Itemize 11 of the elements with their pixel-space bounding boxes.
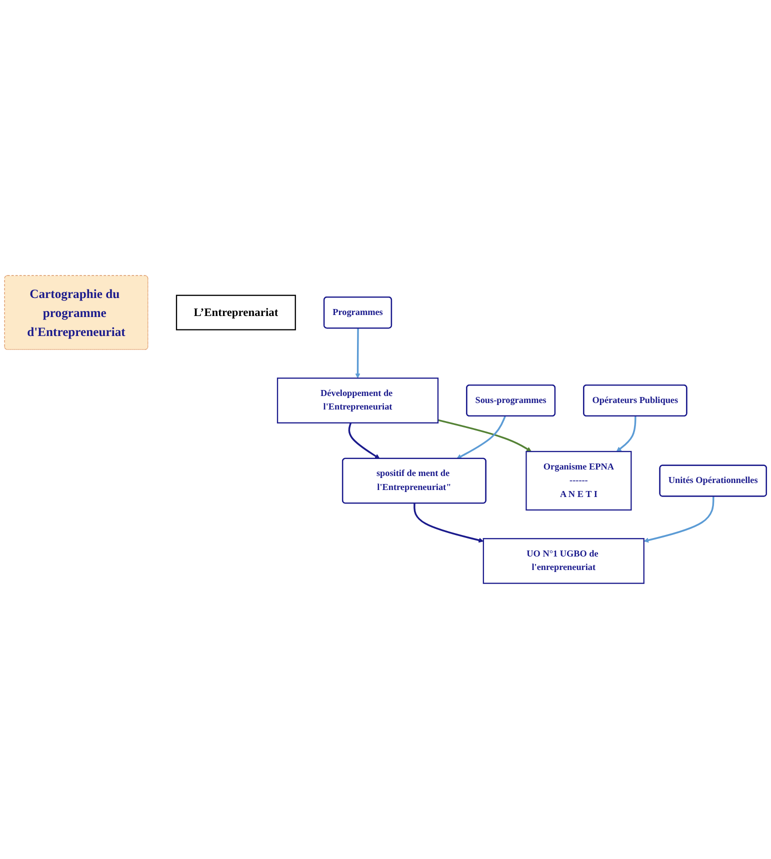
node-box: Organisme EPNA ------ A N E T I xyxy=(526,451,632,511)
arrow xyxy=(616,416,636,452)
arrow xyxy=(456,416,506,459)
arrow xyxy=(414,503,484,543)
arrow xyxy=(348,422,380,459)
node-box: UO N°1 UGBO de l'enrepreneuriat xyxy=(482,538,644,584)
arrow xyxy=(644,496,714,543)
node-box: Développement de l'Entrepreneuriat xyxy=(276,378,439,424)
arrow xyxy=(438,419,532,452)
node-box: L’Entreprenariat xyxy=(176,294,296,330)
arrow xyxy=(355,328,360,378)
